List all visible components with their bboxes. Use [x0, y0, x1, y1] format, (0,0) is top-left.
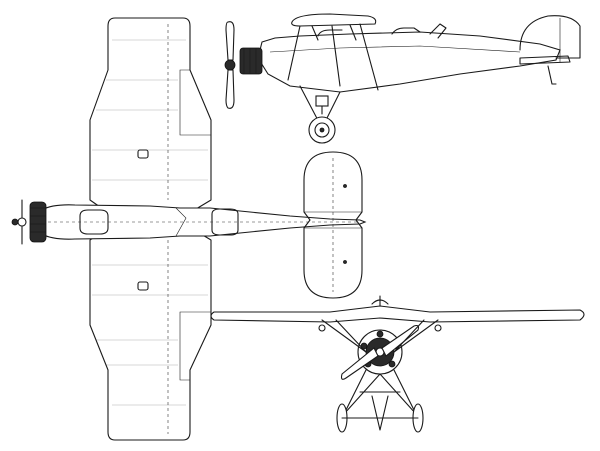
top-view-fuselage [41, 204, 367, 240]
side-view-struts [287, 23, 379, 91]
top-view-fitting-upper [137, 149, 149, 159]
side-view-stringer [269, 45, 521, 53]
front-view [210, 295, 585, 433]
front-view-skid [371, 395, 389, 431]
top-view-strut-junction [175, 207, 187, 237]
side-view-gun [429, 23, 447, 39]
side-view-cockpit-front [317, 29, 343, 37]
top-view-cockpit-rear [211, 208, 239, 236]
top-view [11, 17, 367, 441]
front-view-engine [357, 329, 403, 375]
tailplane-view [303, 151, 363, 299]
top-view-propeller [11, 199, 27, 245]
tailplane-fitting [343, 184, 347, 188]
top-view-fitting-lower [137, 281, 149, 291]
tailplane-fitting-lower [343, 260, 347, 264]
tailplane-outline [303, 151, 363, 299]
top-view-aileron-upper [179, 69, 211, 136]
side-view-engine [239, 47, 263, 75]
top-view-wing-ribs [92, 39, 208, 406]
side-view-propeller [224, 21, 236, 109]
side-view-tailskid [547, 65, 557, 85]
front-view-struts [318, 319, 442, 353]
top-view-cockpit-front [79, 209, 109, 235]
side-view-fuselage [257, 31, 561, 93]
top-view-wing [89, 17, 212, 441]
side-view-tailplane [519, 55, 571, 65]
side-view-cockpit-rear [391, 27, 421, 35]
side-view-upper-wing [291, 13, 377, 27]
side-view [224, 13, 581, 144]
top-view-aileron-lower [179, 311, 211, 381]
side-view-landing-gear [299, 85, 341, 144]
side-view-oleo [315, 95, 329, 107]
front-view-wing [210, 305, 585, 323]
side-view-fin [519, 15, 581, 59]
front-view-landing-gear [336, 369, 424, 433]
top-view-engine [29, 201, 47, 243]
